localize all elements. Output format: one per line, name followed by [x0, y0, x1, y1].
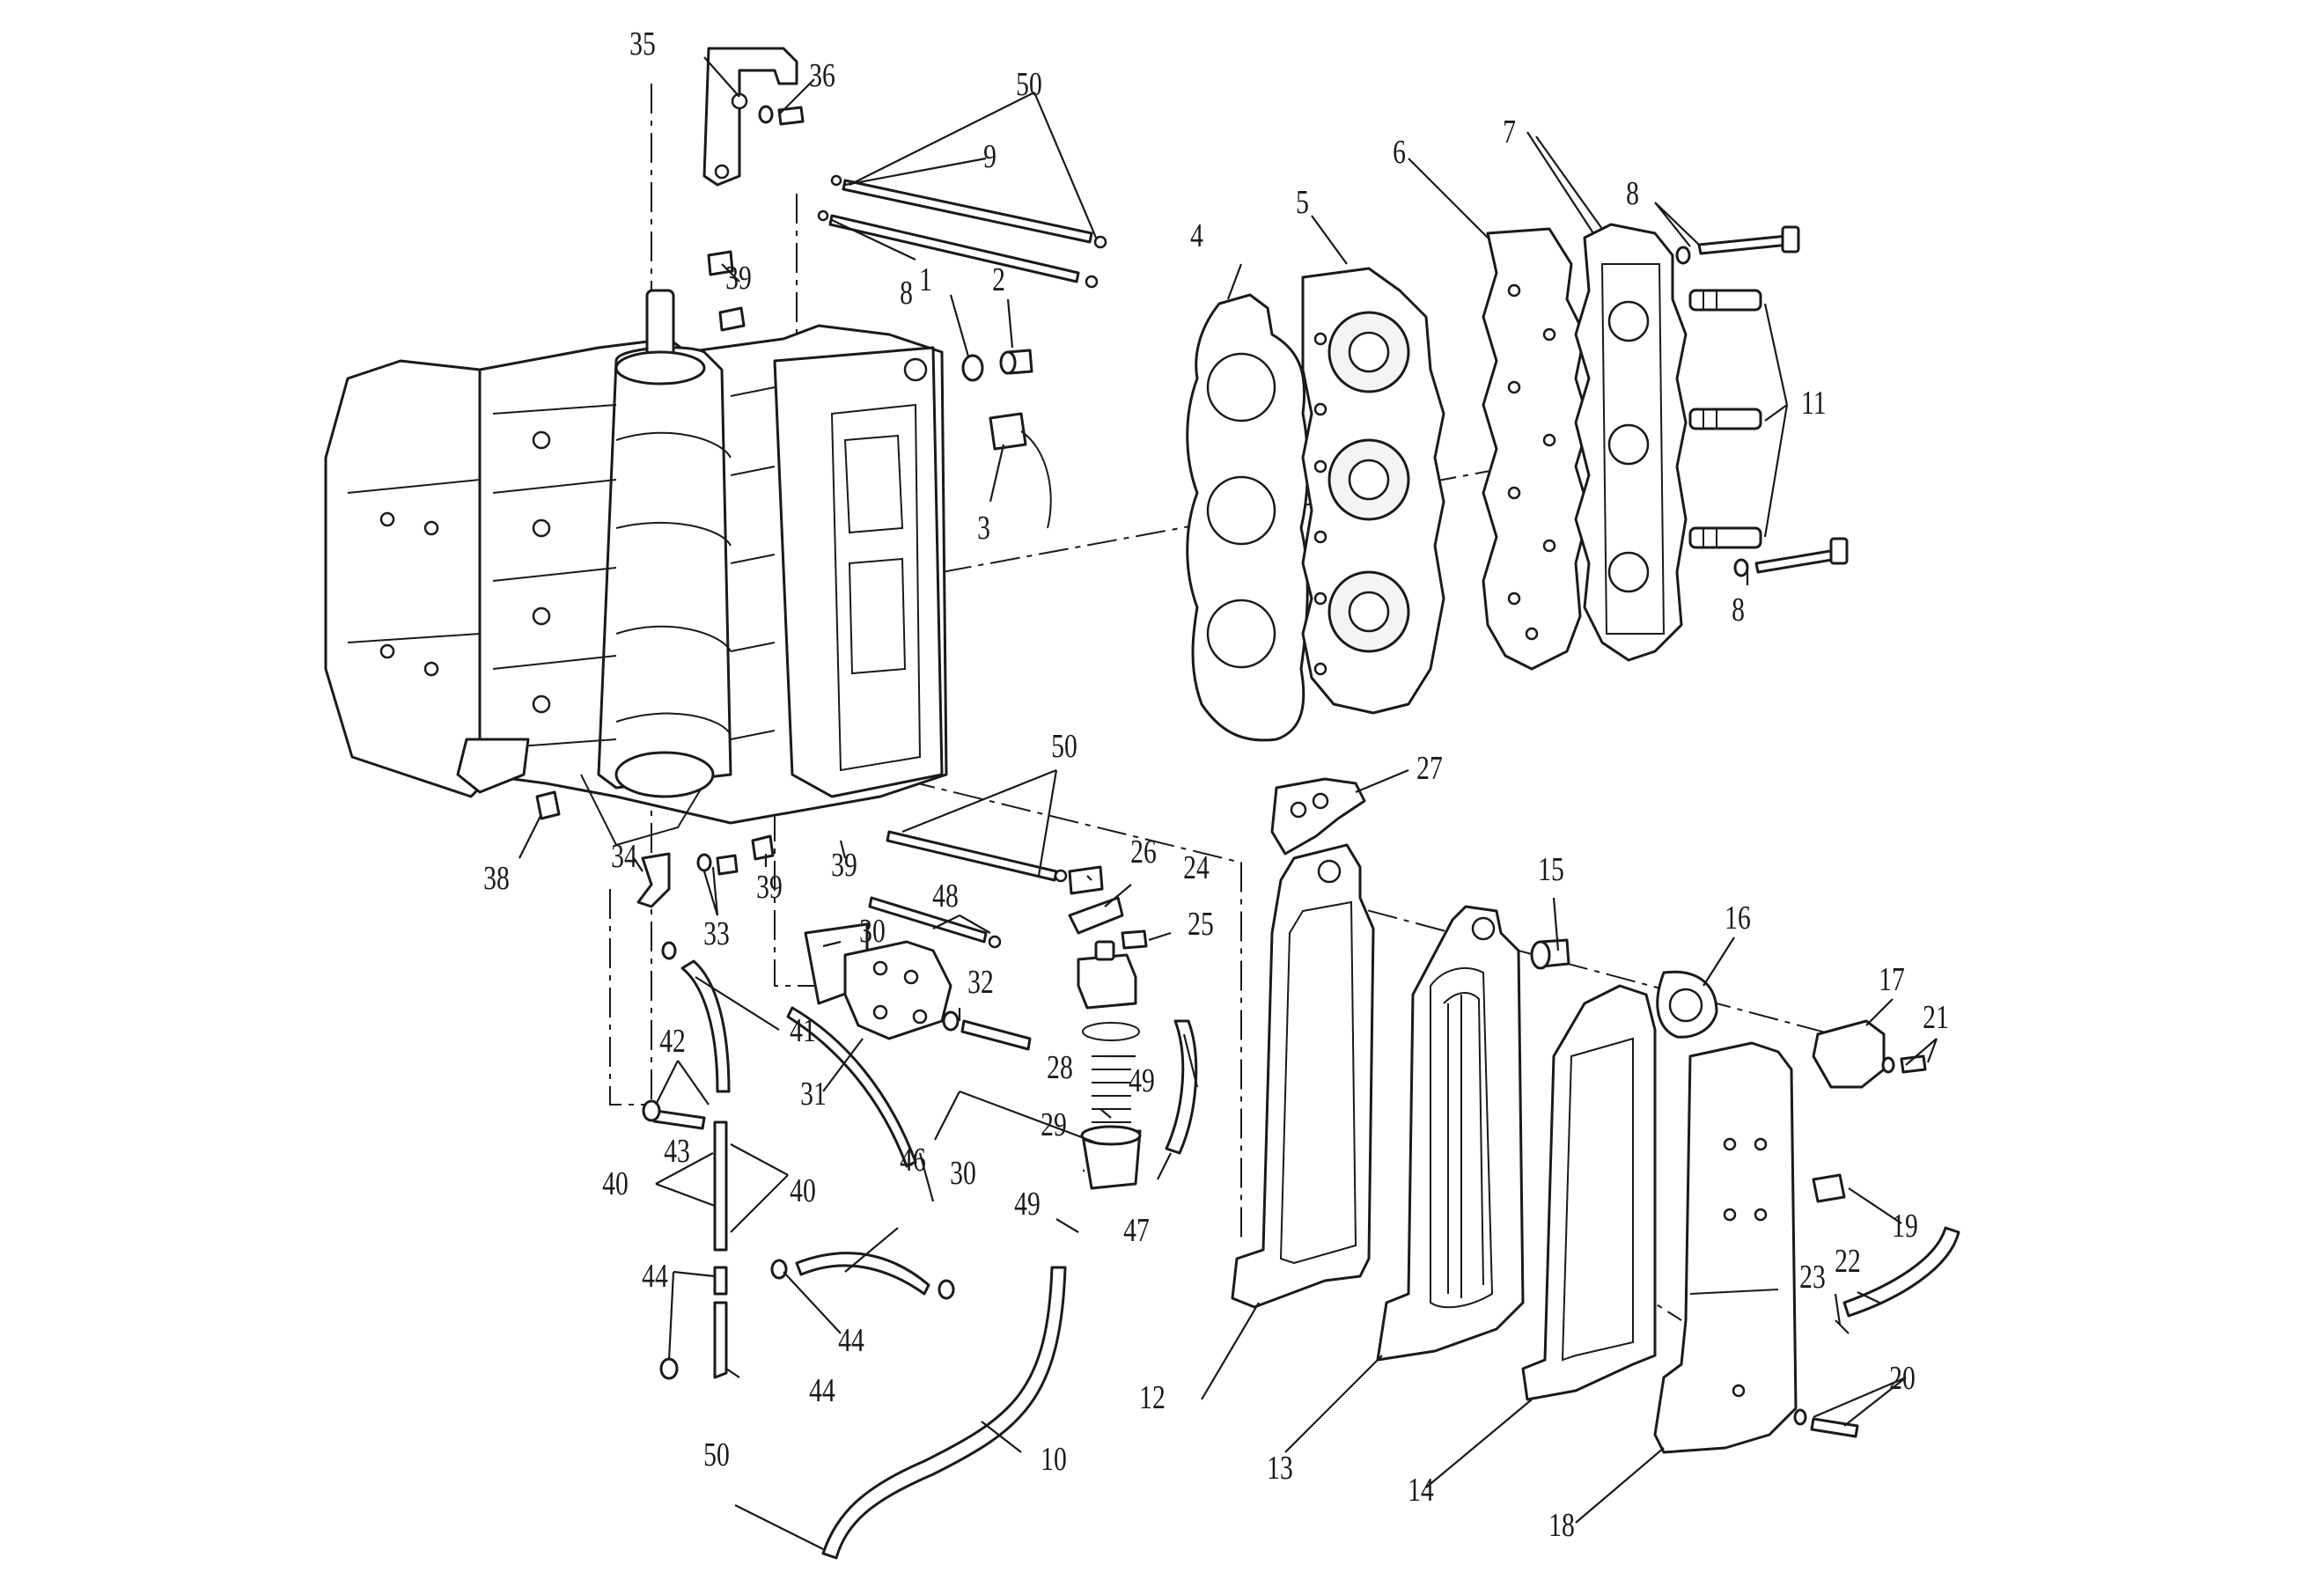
callout-29: 28: [1047, 1050, 1073, 1086]
tubes-48: [868, 830, 1068, 949]
callout-44-b: 43: [664, 1134, 690, 1170]
callout-20: 19: [1892, 1208, 1918, 1245]
hose-assembly-41-46: [642, 941, 955, 1380]
callout-49-b: 49: [1014, 1186, 1041, 1223]
hose-23: [1842, 1226, 1960, 1318]
callout-19: 18: [1548, 1508, 1575, 1544]
callout-3: 3: [977, 511, 990, 547]
callout-35: 33: [703, 916, 730, 952]
grommet-16: [1530, 938, 1570, 970]
filter-29-31: [1077, 940, 1142, 1190]
callout-22: 21: [1923, 1000, 1949, 1036]
callout-44-c: 44: [642, 1259, 668, 1295]
callout-30: 29: [1041, 1107, 1067, 1143]
cylinder-block-assembly: [324, 289, 948, 847]
callout-50-top: 50: [1016, 67, 1042, 103]
callout-11: 10: [1041, 1442, 1067, 1478]
callout-9: 8: [900, 275, 913, 312]
callout-21: 20: [1889, 1361, 1916, 1397]
divider-plate-14: [1376, 905, 1525, 1362]
bracket-36: [636, 852, 671, 908]
callout-45: 44: [809, 1373, 835, 1409]
callout-39-left: 38: [483, 861, 510, 897]
callout-40: 39: [831, 848, 857, 884]
callout-8-bottom: 8: [1732, 592, 1745, 628]
callout-6: 6: [1393, 135, 1406, 171]
gasket-17: [1656, 970, 1718, 1039]
callout-47: 47: [1123, 1213, 1150, 1249]
fitting-25-27: [1068, 865, 1148, 950]
callout-7: 7: [1503, 114, 1516, 151]
callout-33: 31: [800, 1076, 827, 1113]
callout-10: 9: [983, 139, 997, 175]
cylinder-head-gasket: [1186, 293, 1310, 742]
callout-17: 16: [1725, 900, 1751, 937]
callout-15: 14: [1408, 1473, 1434, 1509]
callout-34: 32: [967, 965, 994, 1001]
callout-5: 5: [1296, 185, 1309, 221]
callout-39-top: 39: [725, 261, 752, 297]
clip-24: [1835, 1319, 1850, 1334]
callout-32: 30: [859, 914, 886, 950]
gasket-13: [1231, 843, 1375, 1309]
hose-11: [821, 1266, 1067, 1560]
spark-plugs: [1688, 289, 1762, 549]
callout-48: 48: [932, 878, 959, 915]
callout-49-a: 49: [1129, 1063, 1155, 1099]
head-cover-gasket: [1482, 227, 1591, 671]
callout-31: 30: [950, 1156, 976, 1192]
callout-24: 23: [1799, 1260, 1826, 1296]
clip-20: [1812, 1173, 1846, 1203]
outer-cover-19: [1653, 1041, 1798, 1454]
callout-leaders: [518, 56, 1938, 1550]
callout-39-mid: 39: [756, 870, 783, 906]
callout-44-d: 44: [838, 1323, 864, 1359]
callout-26: 25: [1188, 907, 1214, 943]
callout-25: 24: [1183, 850, 1210, 886]
callout-16: 15: [1538, 852, 1564, 888]
callout-14: 13: [1267, 1451, 1293, 1487]
callout-28: 27: [1416, 751, 1443, 787]
tubes-9-10: [817, 174, 1107, 289]
hose-47: [1165, 1019, 1198, 1155]
callout-38: 36: [809, 58, 835, 94]
cylinder-head: [1301, 267, 1445, 715]
callout-23: 22: [1835, 1244, 1861, 1280]
fitting-39-lower: [535, 790, 775, 861]
callout-1: 1: [919, 262, 932, 298]
callout-37: 35: [629, 26, 656, 62]
sensor-3: [989, 412, 1052, 529]
callout-44-a: 42: [659, 1024, 686, 1060]
callout-4: 4: [1190, 218, 1203, 254]
callout-18: 17: [1879, 962, 1905, 998]
callout-12: 11: [1801, 386, 1827, 422]
gasket-15: [1521, 984, 1657, 1401]
callout-49-c: 50: [703, 1437, 730, 1473]
callout-13: 12: [1139, 1380, 1166, 1416]
plug-1-2: [961, 349, 1033, 382]
thermostat-cover-18: [1812, 1019, 1886, 1089]
bolts-21: [1793, 1408, 1859, 1438]
callout-46: 46: [900, 1142, 926, 1179]
callout-50-bottom: 50: [1051, 729, 1077, 765]
callout-27: 26: [1130, 834, 1157, 870]
callout-8-top: 8: [1626, 176, 1639, 212]
bolt-38: [758, 105, 805, 126]
cylinder-head-cover: [1574, 223, 1688, 662]
clamp-28: [1270, 777, 1366, 856]
fuel-pump-assembly: [804, 922, 1032, 1051]
callout-2: 2: [992, 262, 1005, 298]
callout-36: 34: [611, 839, 637, 875]
head-bolts: [1675, 225, 1849, 577]
callout-42: 40: [790, 1173, 816, 1209]
callout-43: 41: [790, 1013, 816, 1049]
bolt-22: [1881, 1054, 1927, 1074]
callout-labels: 35 36 50 9 8 7 6 5 4 39 8 1 2 11 3 8 50 …: [483, 26, 1949, 1544]
bolts-35: [696, 853, 739, 876]
callout-41: 40: [602, 1166, 629, 1202]
